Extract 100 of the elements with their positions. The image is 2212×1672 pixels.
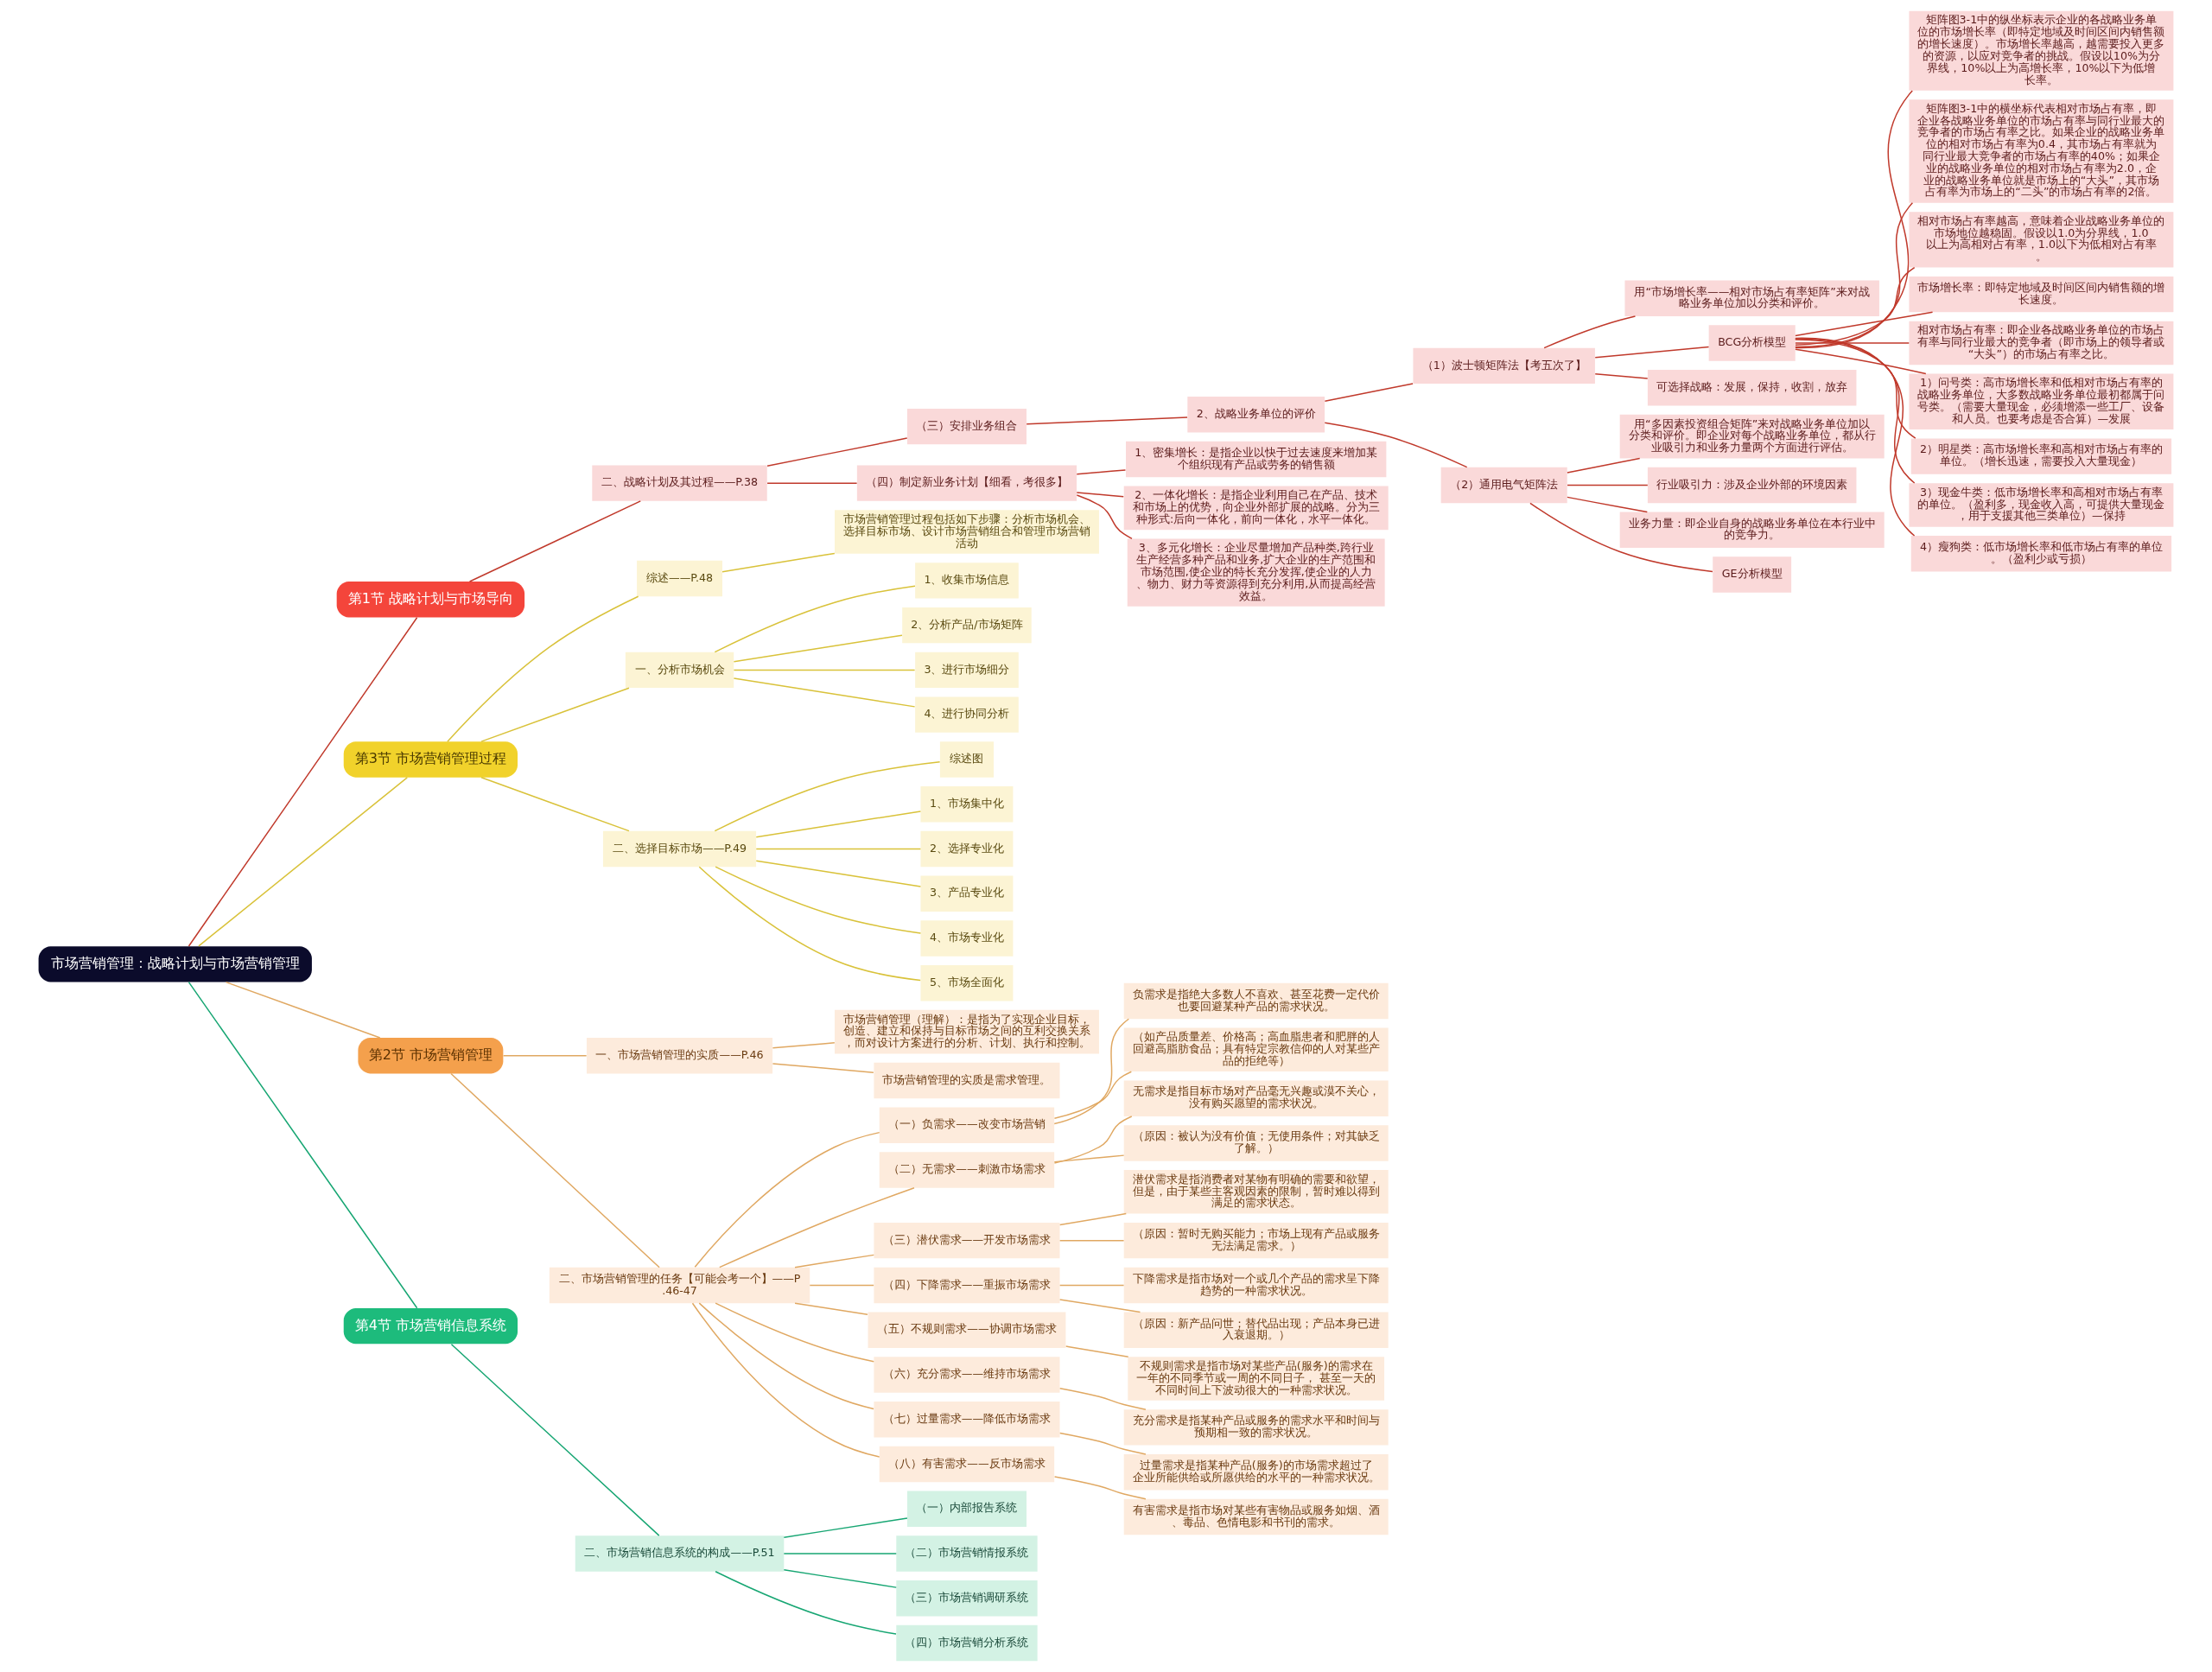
connector: [809, 1284, 874, 1287]
connector: [1058, 1239, 1125, 1242]
connector: [1795, 338, 1916, 484]
connector: [715, 1302, 875, 1363]
connector: [755, 848, 922, 850]
node-box: 2）明星类：高市场增长率和高相对市场占有率的单位。（增长迅速，需要投入大量现金）: [1910, 438, 2172, 474]
connector: [1076, 494, 1133, 540]
node-box: 下降需求是指市场对一个或几个产品的需求呈下降趋势的一种需求状况。: [1123, 1267, 1389, 1304]
node-box: （1）波士顿矩阵法【考五次了】: [1413, 347, 1595, 385]
connector: [698, 1302, 874, 1410]
connector: [1058, 1284, 1125, 1287]
node-box: 矩阵图3-1中的横坐标代表相对市场占有率，即企业各战略业务单位的市场占有率与同行业最大的竞争者的市场占有率之比。如果企业的战略业务单位的相对市场占有率为0.4，其市场占有率就为同行业最大竞争者的市场占有率的40%；如果企业的战略业务单位的相对市场占有率为2.0，企业的战略业务单位就是市场上的“大头”，其市场占有率为市场上的“二头”的市场占有率的2倍。: [1909, 99, 2174, 203]
connector: [772, 1063, 874, 1073]
connector: [468, 500, 642, 582]
node-box: 1）问号类：高市场增长率和低相对市场占有率的战略业务单位，大多数战略业务单位最初都属于问号类。（需要大量现金，必须增添一些工厂、设备和人员。也要考虑是否合算）—发展: [1909, 373, 2174, 430]
node-box: 1、密集增长：是指企业以快于过去速度来增加某个组织现有产品或劳务的销售额: [1126, 441, 1387, 478]
node-box: 矩阵图3-1中的纵坐标表示企业的各战略业务单位的市场增长率（即特定地域及时间区间内销售额的增长速度）。市场增长率越高，越需要投入更多的资源，以应对竞争者的挑战。假设以10%为分界线，10%以上为高增长率，10%以下为低增长率。: [1909, 10, 2174, 91]
node-box: 过量需求是指某种产品(服务)的市场需求超过了企业所能供给或所愿供给的水平的一种需求状况。: [1123, 1453, 1389, 1491]
node-box: 无需求是指目标市场对产品毫无兴趣或漠不关心，没有购买愿望的需求状况。: [1123, 1080, 1389, 1116]
connector: [766, 482, 858, 484]
connector: [1053, 1476, 1147, 1500]
node-box: 3、产品专业化: [920, 875, 1014, 912]
node-box: 3、多元化增长：企业尽量增加产品种类,跨行业生产经营多种产品和业务,扩大企业的生产范围和市场范围,使企业的特长充分发挥,使企业的人力、物力、财力等资源得到充分利用,从而提高经营效益。: [1127, 538, 1385, 607]
node-box: 相对市场占有率：即企业各战略业务单位的市场占有率与同行业最大的竞争者（即市场上的领导者或“大头”）的市场占有率之比。: [1909, 321, 2174, 366]
connector: [714, 760, 941, 832]
node-box: （六）充分需求——维持市场需求: [874, 1357, 1060, 1393]
node-box: 有害需求是指市场对某些有害物品或服务如烟、酒、毒品、色情电影和书刊的需求。: [1123, 1498, 1389, 1535]
node-box: （三）市场营销调研系统: [896, 1580, 1038, 1617]
connector: [1529, 502, 1713, 573]
connector: [1053, 1154, 1125, 1163]
connector: [1053, 1071, 1133, 1119]
node-box: 二、市场营销信息系统的构成——P.51: [575, 1535, 785, 1572]
node-box: 综述图: [939, 741, 994, 778]
connector: [1567, 457, 1641, 474]
connector: [450, 1072, 660, 1268]
node-box: 可选择战略：发展，保持，收割，放弃: [1647, 370, 1857, 406]
connector: [502, 1054, 588, 1057]
connector: [794, 1302, 868, 1316]
connector: [225, 981, 381, 1039]
node-box: （一）内部报告系统: [906, 1491, 1027, 1527]
connector: [719, 1187, 915, 1268]
connector: [1026, 416, 1188, 425]
connector: [1594, 346, 1710, 359]
connector: [766, 437, 908, 467]
node-box: （三）安排业务组合: [906, 408, 1027, 445]
connector: [1076, 469, 1127, 475]
node-box: 用“多因素投资组合矩阵”来对战略业务单位加以分类和评价。即企业对每个战略业务单位，都从行业吸引力和业务力量两个方面进行评估。: [1619, 414, 1885, 459]
connector: [714, 585, 916, 653]
node-box: （原因：被认为没有价值；无使用条件；对其缺乏了解。）: [1123, 1125, 1389, 1161]
node-box: 1、市场集中化: [920, 786, 1014, 823]
connector: [188, 981, 418, 1309]
connector: [480, 687, 630, 742]
node-box: 市场营销管理：战略计划与市场营销管理: [38, 946, 312, 982]
node-box: 市场营销管理的实质是需求管理。: [874, 1062, 1060, 1099]
connector: [1795, 311, 1934, 337]
node-box: （四）市场营销分析系统: [896, 1624, 1038, 1662]
connector: [783, 1553, 897, 1554]
node-box: 用“市场增长率——相对市场占有率矩阵”来对战略业务单位加以分类和评价。: [1624, 280, 1879, 316]
node-box: 业务力量：即企业自身的战略业务单位在本行业中的竞争力。: [1619, 512, 1885, 548]
connector: [691, 1302, 880, 1458]
connector: [450, 1343, 660, 1536]
node-box: 市场增长率：即特定地域及时间区间内销售额的增长速度。: [1909, 276, 2174, 313]
node-box: 行业吸引力：涉及企业外部的环境因素: [1647, 467, 1857, 504]
connector: [1567, 484, 1649, 486]
node-box: （原因：新产品问世；替代品出现；产品本身已进入衰退期。）: [1123, 1312, 1389, 1348]
node-box: 2、分析产品/市场矩阵: [902, 607, 1032, 644]
connector: [721, 552, 836, 573]
node-box: （二）无需求——刺激市场需求: [879, 1152, 1055, 1188]
node-box: （七）过量需求——降低市场需求: [874, 1402, 1060, 1438]
connector: [1058, 1432, 1147, 1455]
node-box: （四）下降需求——重振市场需求: [874, 1267, 1060, 1304]
node-box: （二）市场营销情报系统: [896, 1535, 1038, 1572]
connector: [733, 634, 903, 663]
connector: [1795, 90, 1913, 349]
node-box: 第2节 市场营销管理: [358, 1038, 504, 1074]
connector: [733, 669, 916, 671]
node-box: 2、战略业务单位的评价: [1187, 397, 1325, 433]
connector: [1065, 1345, 1129, 1357]
node-box: （一）负需求——改变市场营销: [879, 1107, 1055, 1143]
connector: [794, 1254, 875, 1268]
connector: [783, 1569, 897, 1588]
node-box: 4、市场专业化: [920, 920, 1014, 957]
connector: [1795, 202, 1914, 348]
connector: [1324, 422, 1468, 468]
connector: [1058, 1212, 1128, 1226]
node-box: 2、选择专业化: [920, 830, 1014, 868]
node-box: 充分需求是指某种产品或服务的需求水平和时间与预期相一致的需求状况。: [1123, 1409, 1389, 1446]
node-box: （如产品质量差、价格高；高血脂患者和肥胖的人回避高脂肪食品；具有特定宗教信仰的人对某些产品的拒绝等）: [1123, 1027, 1389, 1072]
node-box: 2、一体化增长：是指企业利用自己在产品、技术和市场上的优势，向企业外部扩展的战略。分为三种形式:后向一体化，前向一体化，水平一体化。: [1123, 486, 1389, 531]
connector: [1795, 266, 1916, 346]
connector: [755, 860, 922, 887]
connector: [1594, 372, 1649, 379]
node-box: （原因：暂时无购买能力；市场上现有产品或服务无法满足需求。）: [1123, 1222, 1389, 1259]
connector: [1058, 1299, 1141, 1313]
node-box: BCG分析模型: [1708, 325, 1796, 361]
node-box: 4、进行协同分析: [915, 696, 1019, 733]
node-box: 不规则需求是指市场对某些产品(服务)的需求在一年的不同季节或一周的不同日子， 甚至一天的不同时间上下波动很大的一种需求状况。: [1128, 1357, 1385, 1401]
node-box: 一、市场营销管理的实质——P.46: [587, 1038, 773, 1074]
node-box: （八）有害需求——反市场需求: [879, 1446, 1055, 1483]
connector: [1058, 1387, 1147, 1410]
